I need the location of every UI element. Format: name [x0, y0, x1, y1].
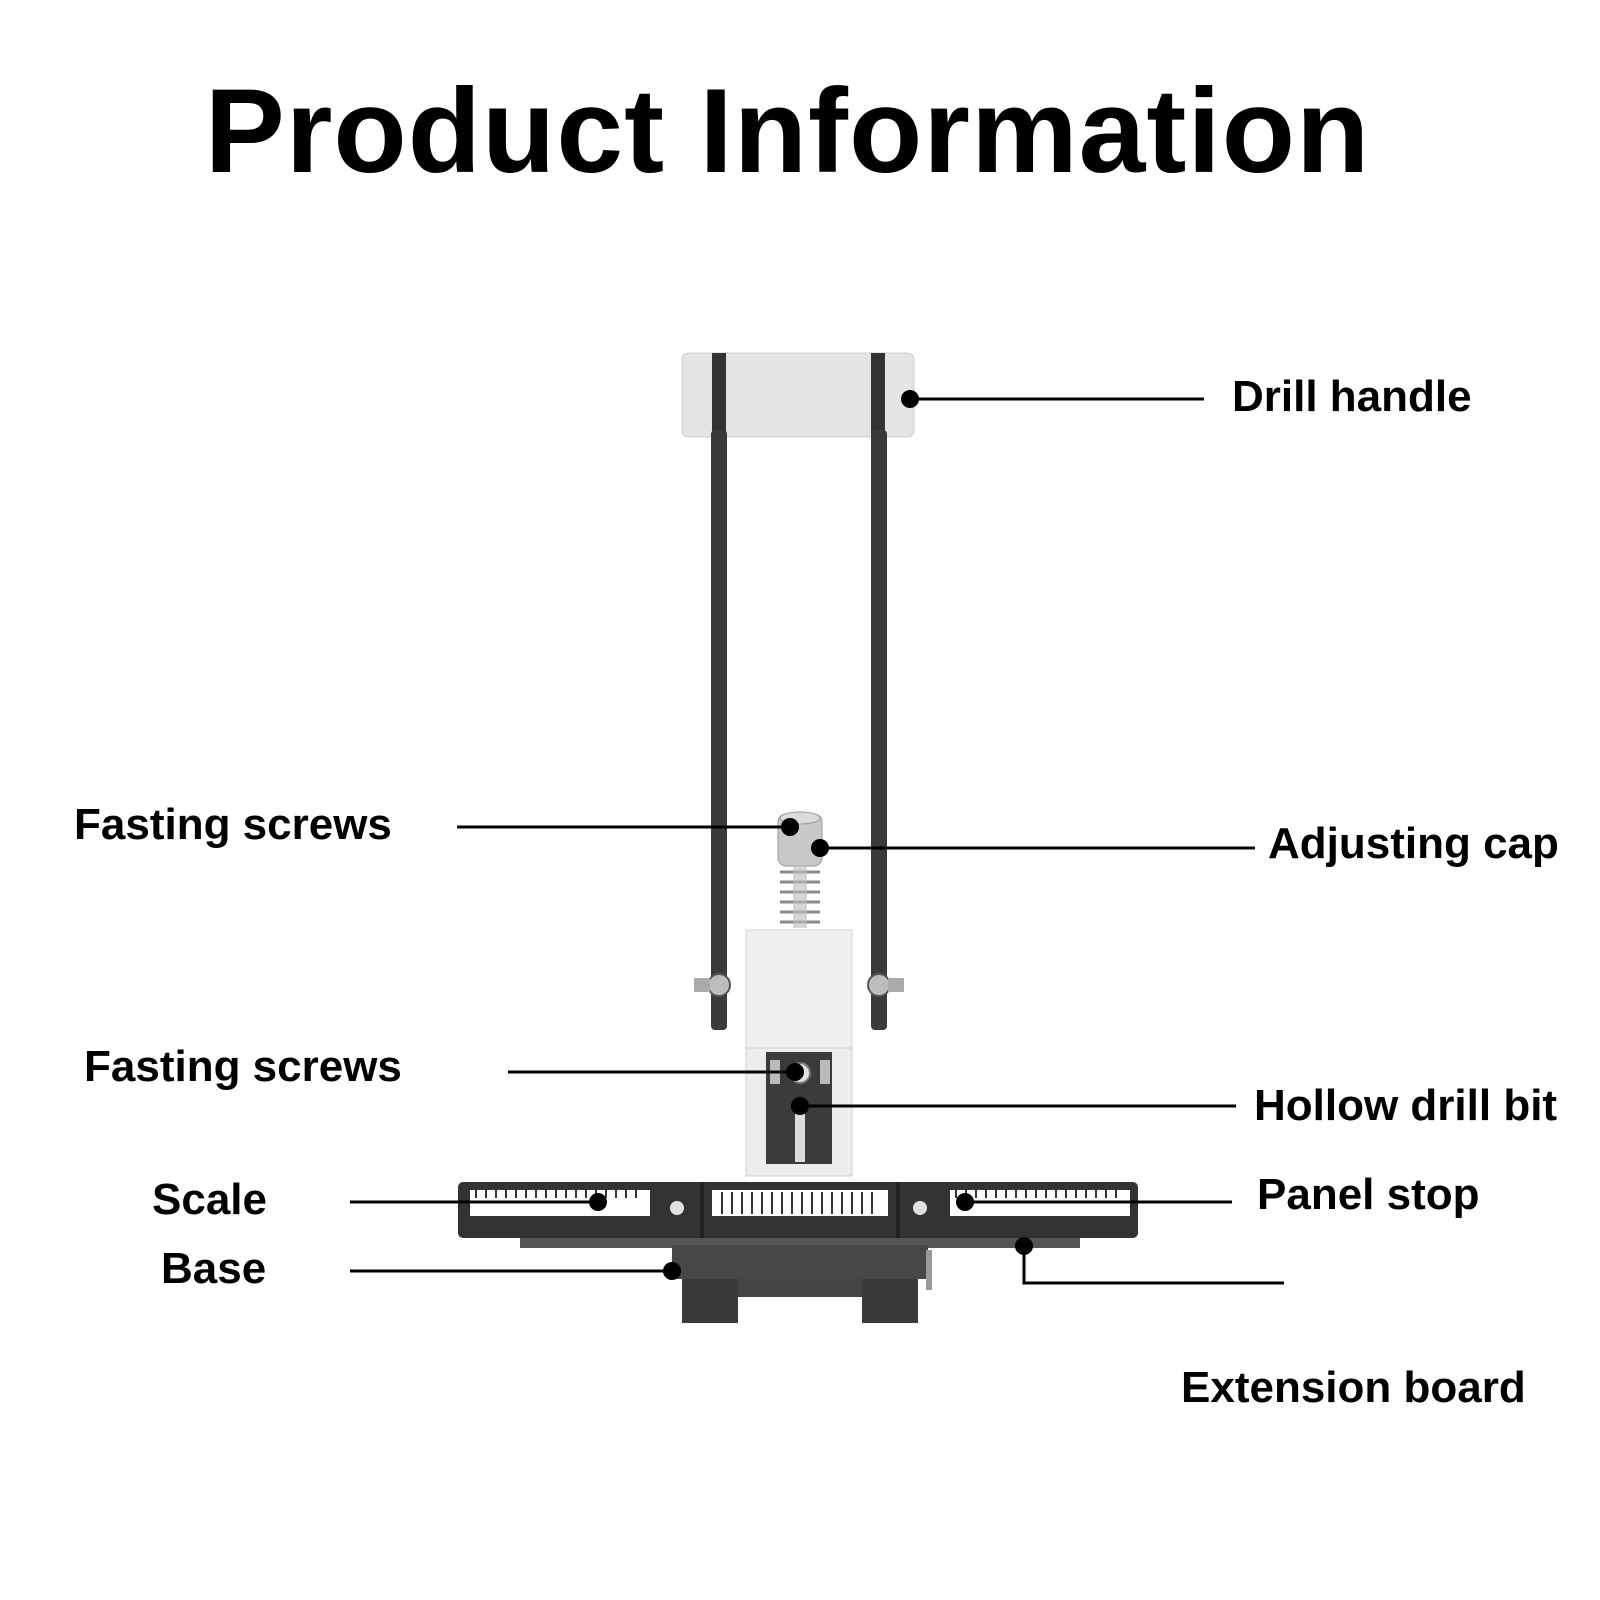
carriage-block — [745, 929, 853, 1051]
scale-bar — [458, 1182, 1138, 1238]
label-fasting-screws-top: Fasting screws — [74, 800, 392, 849]
drill-handle-part — [681, 352, 915, 438]
base-part — [520, 1238, 1080, 1323]
page-title: Product Information — [204, 64, 1371, 198]
side-arms — [694, 430, 904, 1030]
leader-dots — [589, 390, 1033, 1280]
leader-lines — [350, 397, 1284, 1285]
label-scale: Scale — [152, 1175, 267, 1224]
label-base: Base — [161, 1244, 267, 1293]
label-fasting-screws-bottom: Fasting screws — [84, 1042, 402, 1091]
label-adjusting-cap: Adjusting cap — [1268, 819, 1559, 868]
label-drill-handle: Drill handle — [1232, 372, 1472, 421]
label-hollow-drill-bit: Hollow drill bit — [1254, 1081, 1558, 1130]
label-extension-board: Extension board — [1181, 1363, 1526, 1412]
label-panel-stop: Panel stop — [1257, 1170, 1480, 1219]
